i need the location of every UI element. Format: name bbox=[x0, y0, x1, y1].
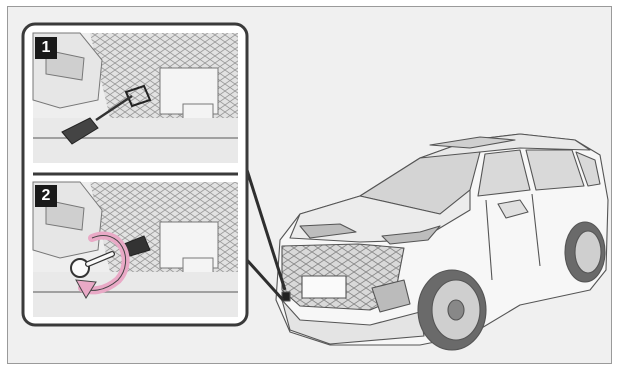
car-illustration bbox=[276, 134, 608, 350]
step-2-panel bbox=[33, 182, 238, 317]
step-2-label: 2 bbox=[35, 185, 57, 207]
step-1-label: 1 bbox=[35, 37, 57, 59]
callout-box bbox=[23, 24, 285, 325]
step-1-panel bbox=[33, 33, 238, 163]
